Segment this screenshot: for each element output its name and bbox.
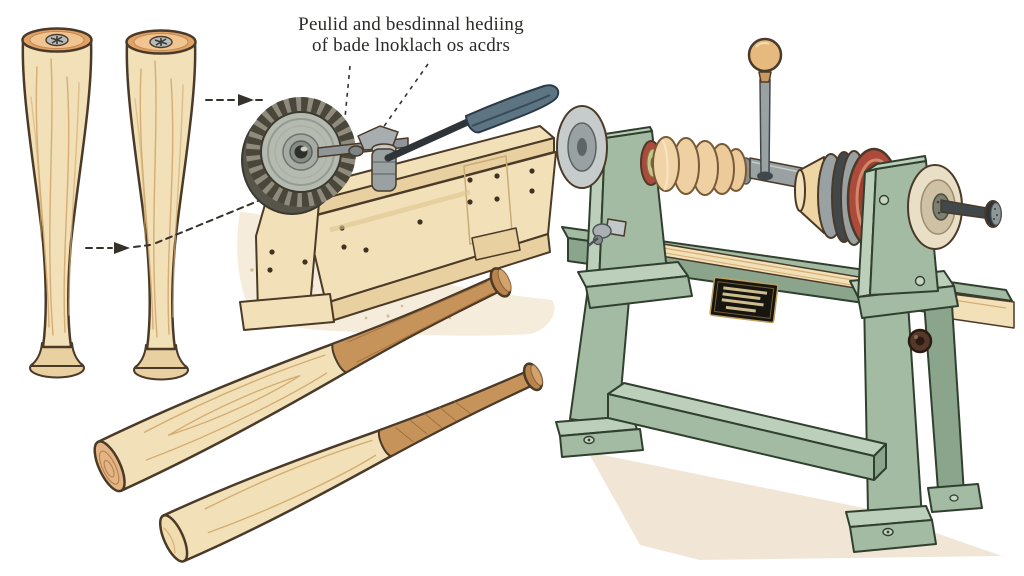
bat-handle	[377, 371, 532, 458]
headstock-clamp-detail	[587, 218, 627, 247]
wood-lathe	[555, 37, 1015, 553]
lathe-tailstock	[849, 155, 1002, 319]
stand-right-leg	[863, 296, 923, 519]
lathe-stand	[555, 258, 983, 553]
stand-rear-leg	[923, 300, 965, 495]
flow-arrow-top	[205, 94, 263, 106]
turned-leg-blank-left	[21, 27, 93, 379]
bat-handle	[331, 276, 500, 374]
handle-grip	[464, 84, 560, 134]
turned-leg-blank-right	[125, 29, 197, 381]
jig-lever-handle	[384, 84, 560, 162]
lathe-ball-lever	[747, 37, 783, 181]
baseball-bat-lower	[158, 362, 544, 563]
caption-leader-lines	[343, 63, 429, 133]
gear-cutter-wheel	[241, 97, 356, 215]
wooden-turning-jig	[239, 125, 557, 331]
flow-arrow-middle	[85, 200, 259, 254]
baseball-bat-upper	[93, 267, 512, 493]
figure-caption: Peulid and besdinnal hediing of bade lno…	[268, 14, 554, 56]
lathe-headstock	[556, 105, 693, 309]
bat-endcap	[93, 440, 126, 493]
caption-line-1: Peulid and besdinnal hediing	[298, 14, 524, 35]
caption-line-2: of bade lnoklach os acdrs	[311, 35, 511, 56]
bat-endcap	[158, 513, 189, 563]
lathe-workpiece-rings	[640, 136, 753, 196]
stand-adjust-knob	[907, 328, 933, 354]
handle-rod	[384, 116, 476, 162]
lathe-nameplate	[709, 276, 779, 324]
nameplate-text-lines	[721, 286, 768, 313]
